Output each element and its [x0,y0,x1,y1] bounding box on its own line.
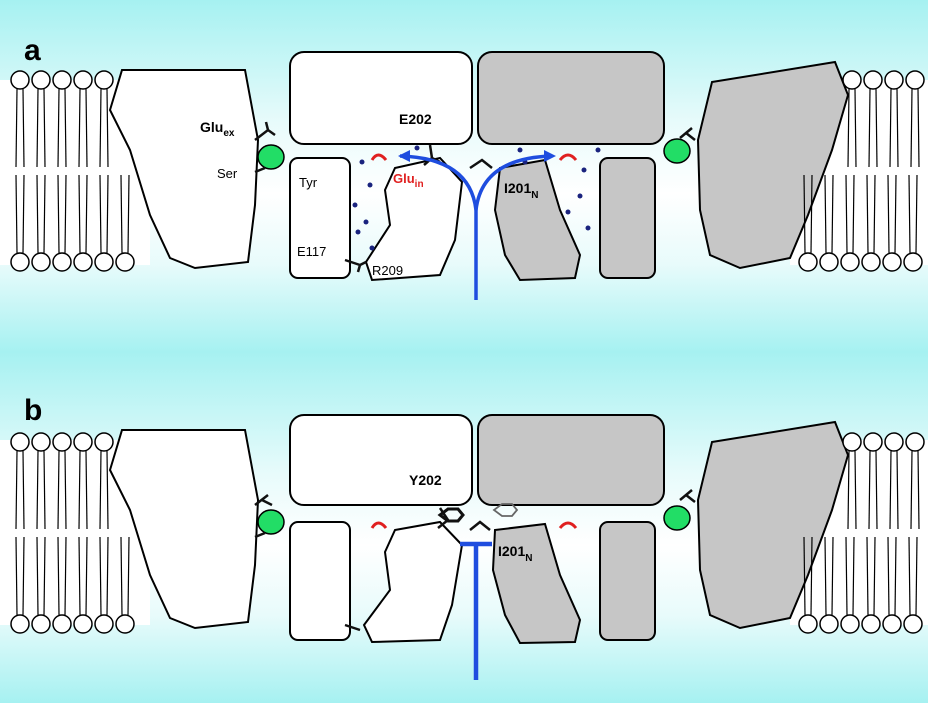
top-left-block [290,52,472,144]
panel-b: b [0,352,928,703]
right-green-site-b [664,506,690,530]
right-inner-helix [600,158,655,278]
label-r209: R209 [372,263,403,278]
label-e117: E117 [297,244,326,259]
label-y202: Y202 [409,472,442,488]
panel-a: a [0,0,928,352]
top-right-block [478,52,664,144]
panel-a-letter: a [24,34,41,67]
label-e202: E202 [399,111,432,127]
label-ser: Ser [217,166,238,181]
left-green-site [258,145,284,169]
right-inner-helix-b [600,522,655,640]
panel-b-letter: b [24,394,42,427]
label-tyr: Tyr [299,175,318,190]
top-left-block-b [290,415,472,505]
left-green-site-b [258,510,284,534]
right-green-site [664,139,690,163]
top-right-block-b [478,415,664,505]
left-inner-helix-b [290,522,350,640]
